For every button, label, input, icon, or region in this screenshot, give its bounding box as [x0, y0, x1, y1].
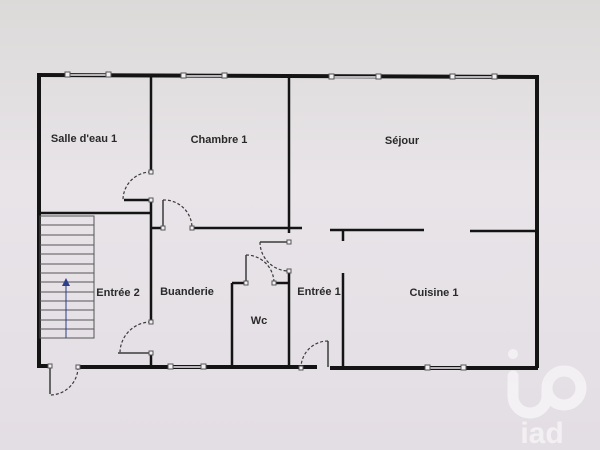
window-posts — [64, 71, 498, 371]
room-label-salle-d-eau-1: Salle d'eau 1 — [50, 133, 118, 145]
iad-logo-text: iad — [520, 417, 563, 448]
room-label-entree-2: Entrée 2 — [96, 287, 140, 299]
stair-arrow-icon — [62, 278, 70, 286]
door-hinges — [47, 169, 304, 371]
room-label-cuisine-1: Cuisine 1 — [409, 287, 459, 299]
exterior-walls — [37, 73, 539, 370]
iad-logo: iad — [507, 349, 587, 448]
window-glass — [68, 74, 494, 369]
room-label-sejour: Séjour — [384, 135, 420, 147]
room-label-entree-1: Entrée 1 — [297, 286, 341, 298]
room-label-chambre-1: Chambre 1 — [190, 134, 248, 146]
interior-walls — [40, 77, 537, 368]
door-leaves — [49, 200, 329, 394]
staircase — [39, 215, 95, 339]
windows — [68, 74, 494, 369]
room-label-wc: Wc — [250, 315, 268, 327]
iad-logo-mark-icon — [507, 349, 587, 419]
door-swings — [49, 171, 329, 396]
room-label-buanderie: Buanderie — [160, 286, 214, 298]
